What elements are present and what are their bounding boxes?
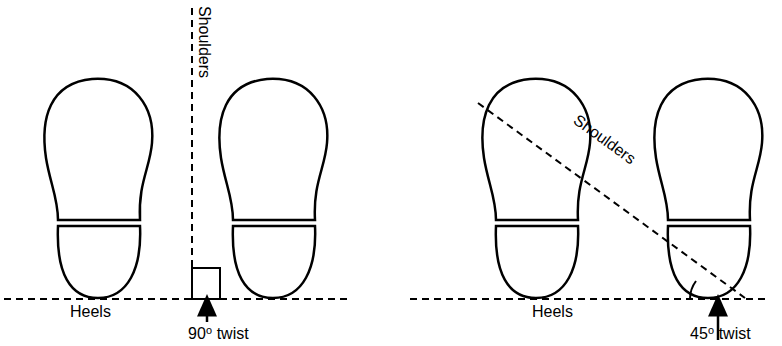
heels-label: Heels	[532, 304, 573, 320]
right-footprint	[219, 79, 327, 298]
right-footprint	[654, 79, 762, 298]
right-angle-mark	[192, 268, 220, 299]
pointer-arrow	[206, 304, 209, 322]
shoulders-label: Shoulders	[571, 112, 639, 167]
heel-line	[410, 298, 770, 300]
shoulder-line	[191, 8, 193, 299]
heel-line	[4, 298, 352, 300]
shoulder-line	[478, 103, 745, 298]
heels-label: Heels	[70, 304, 111, 320]
twist-label: 90⁰ twist	[188, 326, 249, 342]
shoulders-label: Shoulders	[196, 6, 212, 78]
left-footprint	[482, 79, 590, 298]
angle-arc	[690, 281, 696, 299]
left-footprint	[44, 79, 152, 298]
twist-label: 45⁰ twist	[690, 326, 751, 342]
